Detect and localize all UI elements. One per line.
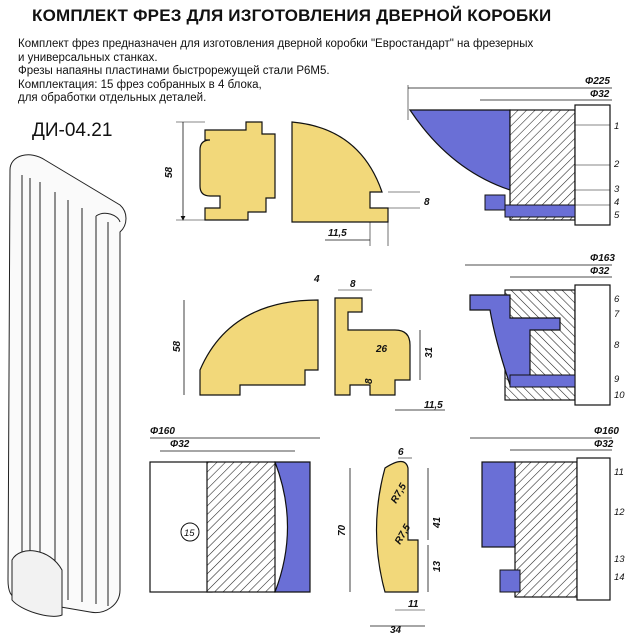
description-line: Фрезы напаяны пластинами быстрорежущей с… — [18, 65, 330, 77]
description-line: для обработки отдельных деталей. — [18, 92, 207, 104]
cutter-1-label: 1 — [614, 121, 619, 132]
cutter-15-label: 15 — [184, 528, 195, 539]
description: Комплект фрез предназначен для изготовле… — [18, 38, 598, 106]
profile-3-bore: Φ32 — [170, 439, 190, 450]
cutter-6-label: 6 — [614, 294, 620, 305]
block-2-diameter: Φ163 — [590, 253, 615, 264]
cutter-block-3: Φ160 Φ32 11 12 13 14 — [470, 426, 625, 601]
description-line: и универсальных станках. — [18, 51, 158, 64]
cutter-15-blade — [274, 461, 311, 593]
profile-2-right-piece — [334, 297, 411, 396]
description-line: Комплектация: 15 фрез собранных в 4 блок… — [18, 78, 262, 91]
door-frame-3d-view — [7, 154, 127, 617]
cutter-12-label: 12 — [614, 507, 625, 518]
profile-4-mid: 41 — [432, 516, 443, 529]
cutter-11-label: 11 — [614, 467, 624, 478]
cutter-15-body — [206, 461, 276, 593]
profile-4-low: 13 — [432, 560, 443, 572]
profile-1-left-piece — [199, 121, 276, 221]
profile-4-base: 11 — [408, 599, 419, 610]
profile-4-width: 6 — [398, 447, 404, 458]
block-2-bore: Φ32 — [590, 266, 610, 277]
block-2-cutter-profile — [469, 294, 561, 386]
profile-3: Φ160 Φ32 15 — [149, 426, 320, 593]
block-1-diameter: Φ225 — [585, 76, 610, 87]
profile-4: 6 R7,5 R7,5 70 41 13 11 34 — [337, 447, 443, 636]
product-code: ДИ-04.21 — [32, 120, 113, 141]
profile-4-strip — [375, 460, 419, 593]
cutter-5-label: 5 — [614, 210, 620, 221]
profile-2-gap: 4 — [313, 274, 320, 285]
profile-2-width: 8 — [350, 279, 356, 290]
cutter-2-label: 2 — [613, 159, 620, 170]
profile-3-diameter: Φ160 — [150, 426, 175, 437]
profile-1-groove-depth: 8 — [424, 197, 430, 208]
profile-2-groove: 8 — [364, 378, 375, 384]
profile-2-height: 58 — [172, 340, 183, 352]
block-1-cutter-profile — [408, 109, 511, 191]
cutter-10-label: 10 — [614, 390, 625, 401]
page-title: КОМПЛЕКТ ФРЕЗ ДЛЯ ИЗГОТОВЛЕНИЯ ДВЕРНОЙ К… — [32, 6, 552, 25]
block-3-cutter-profile — [481, 461, 516, 548]
block-3-diameter: Φ160 — [594, 426, 619, 437]
cutter-14-label: 14 — [614, 572, 625, 583]
profile-4-total: 34 — [390, 625, 402, 636]
profile-2-offset: 11,5 — [424, 400, 443, 411]
profile-4-height: 70 — [337, 524, 348, 536]
cutter-13-label: 13 — [614, 554, 625, 565]
cutter-3-label: 3 — [614, 184, 620, 195]
block-1-bore: Φ32 — [590, 89, 610, 100]
cutter-9-label: 9 — [614, 374, 620, 385]
cutter-block-1: Φ225 Φ32 1 2 3 4 5 — [407, 76, 620, 226]
cutter-block-2: Φ163 Φ32 6 7 8 9 10 — [465, 253, 625, 406]
profile-2-side: 31 — [424, 346, 435, 358]
profile-2-left-piece — [199, 299, 319, 396]
profile-1: 58 8 11,5 — [164, 121, 430, 246]
profile-1-offset: 11,5 — [328, 228, 347, 239]
cutter-7-label: 7 — [614, 309, 620, 320]
profile-2: 58 4 8 26 31 8 11,5 — [172, 274, 445, 411]
block-3-bore: Φ32 — [594, 439, 614, 450]
cutter-8-label: 8 — [614, 340, 620, 351]
profile-2-depth: 26 — [375, 344, 388, 355]
profile-1-right-piece — [291, 121, 389, 223]
profile-1-height: 58 — [164, 166, 175, 178]
description-line: Комплект фрез предназначен для изготовле… — [18, 38, 534, 50]
cutter-4-label: 4 — [614, 197, 619, 208]
